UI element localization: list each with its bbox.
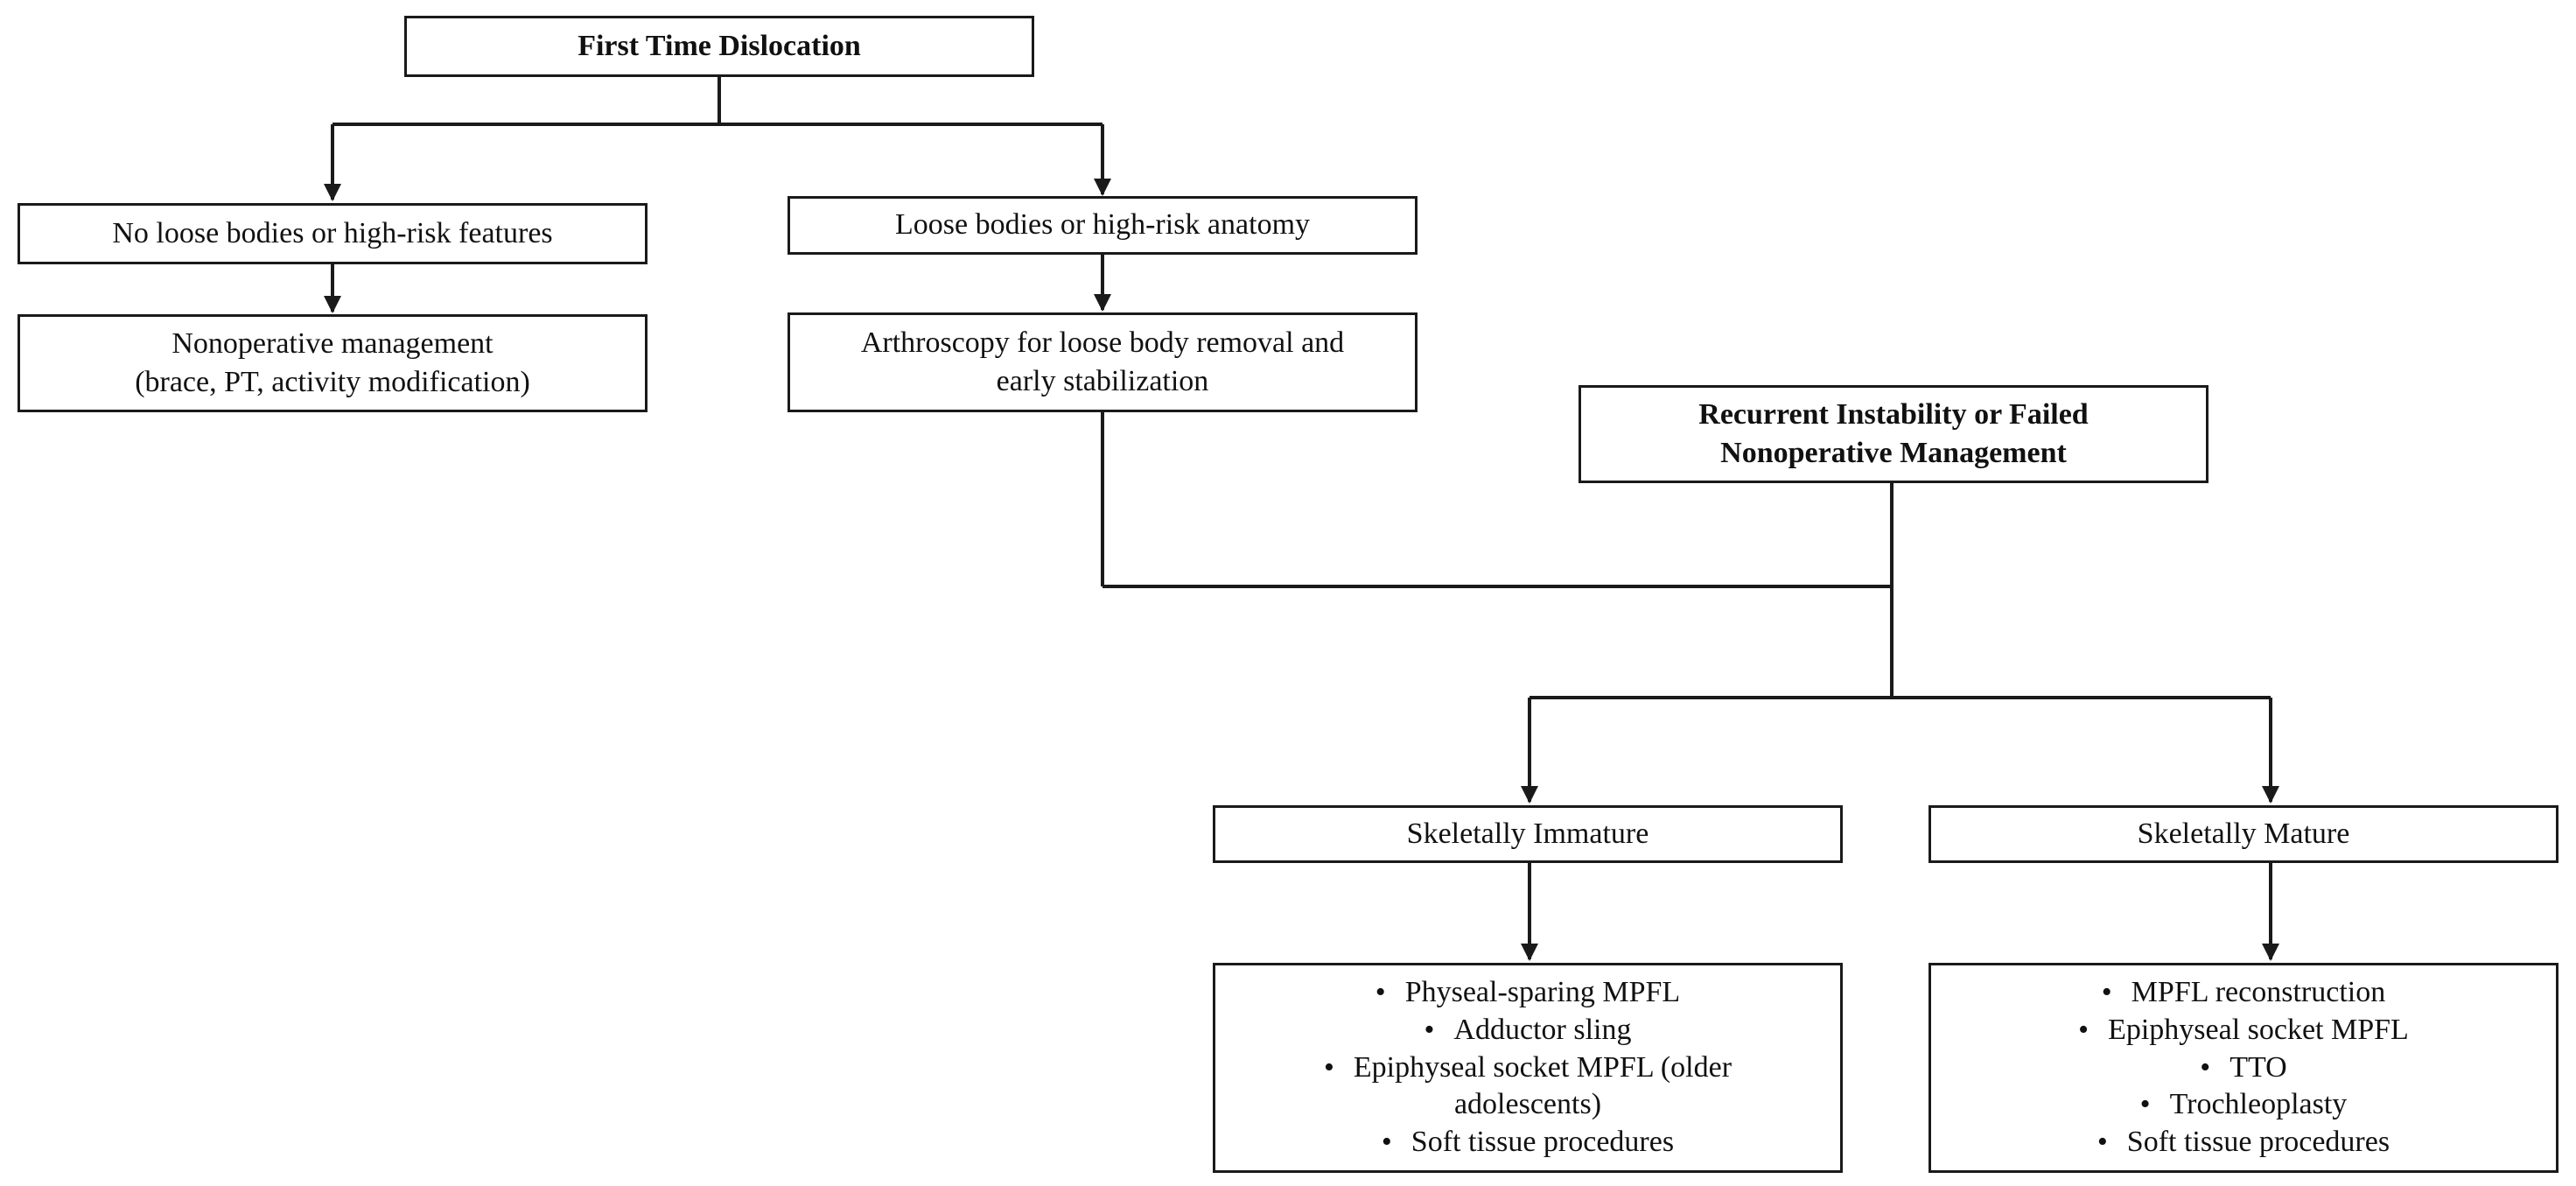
bullet-glyph: •: [1323, 1050, 1334, 1084]
first-time-dislocation-label: First Time Dislocation: [578, 29, 861, 62]
bullet-glyph: •: [2139, 1088, 2151, 1121]
list-item: •MPFL reconstruction: [2101, 975, 2386, 1008]
arthroscopy-box: Arthroscopy for loose body removal and e…: [788, 312, 1418, 412]
nonoperative-line-1: Nonoperative management: [172, 326, 494, 360]
bullet-glyph: •: [1381, 1126, 1392, 1159]
immature-options-box: •Physeal-sparing MPFL •Adductor sling •E…: [1213, 963, 1843, 1173]
no-loose-bodies-box: No loose bodies or high-risk features: [18, 203, 648, 264]
nonoperative-management-box: Nonoperative management (brace, PT, acti…: [18, 314, 648, 412]
arthroscopy-line-1: Arthroscopy for loose body removal and: [860, 326, 1345, 359]
mature-options-box: •MPFL reconstruction •Epiphyseal socket …: [1928, 963, 2558, 1173]
recurrent-line-2: Nonoperative Management: [1720, 437, 2067, 469]
bullet-glyph: •: [2096, 1126, 2108, 1159]
skeletally-mature-box: Skeletally Mature: [1928, 805, 2558, 863]
bullet-glyph: •: [2101, 975, 2112, 1008]
recurrent-instability-box: Recurrent Instability or Failed Nonopera…: [1578, 385, 2208, 483]
list-item: •Epiphyseal socket MPFL (older: [1323, 1050, 1732, 1084]
list-item: •Trochleoplasty: [2139, 1088, 2348, 1121]
loose-bodies-label: Loose bodies or high-risk anatomy: [894, 208, 1311, 242]
first-time-dislocation-box: First Time Dislocation: [404, 16, 1034, 77]
list-item: •Epiphyseal socket MPFL: [2078, 1013, 2409, 1046]
list-item-continuation: adolescents): [1453, 1088, 1602, 1121]
loose-bodies-box: Loose bodies or high-risk anatomy: [788, 196, 1418, 255]
skeletally-immature-label: Skeletally Immature: [1406, 817, 1649, 850]
mature-options-list: •MPFL reconstruction •Epiphyseal socket …: [2078, 974, 2409, 1161]
list-item: •TTO: [2200, 1050, 2287, 1084]
bullet-glyph: •: [2078, 1013, 2090, 1046]
skeletally-mature-label: Skeletally Mature: [2137, 817, 2350, 850]
nonoperative-line-2: (brace, PT, activity modification): [135, 366, 530, 398]
bullet-glyph: •: [1424, 1013, 1435, 1046]
immature-options-list: •Physeal-sparing MPFL •Adductor sling •E…: [1324, 974, 1732, 1161]
list-item: •Soft tissue procedures: [2096, 1126, 2390, 1159]
bullet-glyph: •: [1375, 975, 1386, 1008]
bullet-glyph: •: [2200, 1050, 2211, 1084]
recurrent-line-1: Recurrent Instability or Failed: [1698, 397, 2089, 431]
list-item: •Physeal-sparing MPFL: [1375, 975, 1681, 1008]
list-item: •Soft tissue procedures: [1381, 1126, 1675, 1159]
list-item: •Adductor sling: [1424, 1013, 1632, 1046]
arthroscopy-line-2: early stabilization: [996, 365, 1209, 397]
skeletally-immature-box: Skeletally Immature: [1213, 805, 1843, 863]
no-loose-bodies-label: No loose bodies or high-risk features: [112, 216, 553, 249]
